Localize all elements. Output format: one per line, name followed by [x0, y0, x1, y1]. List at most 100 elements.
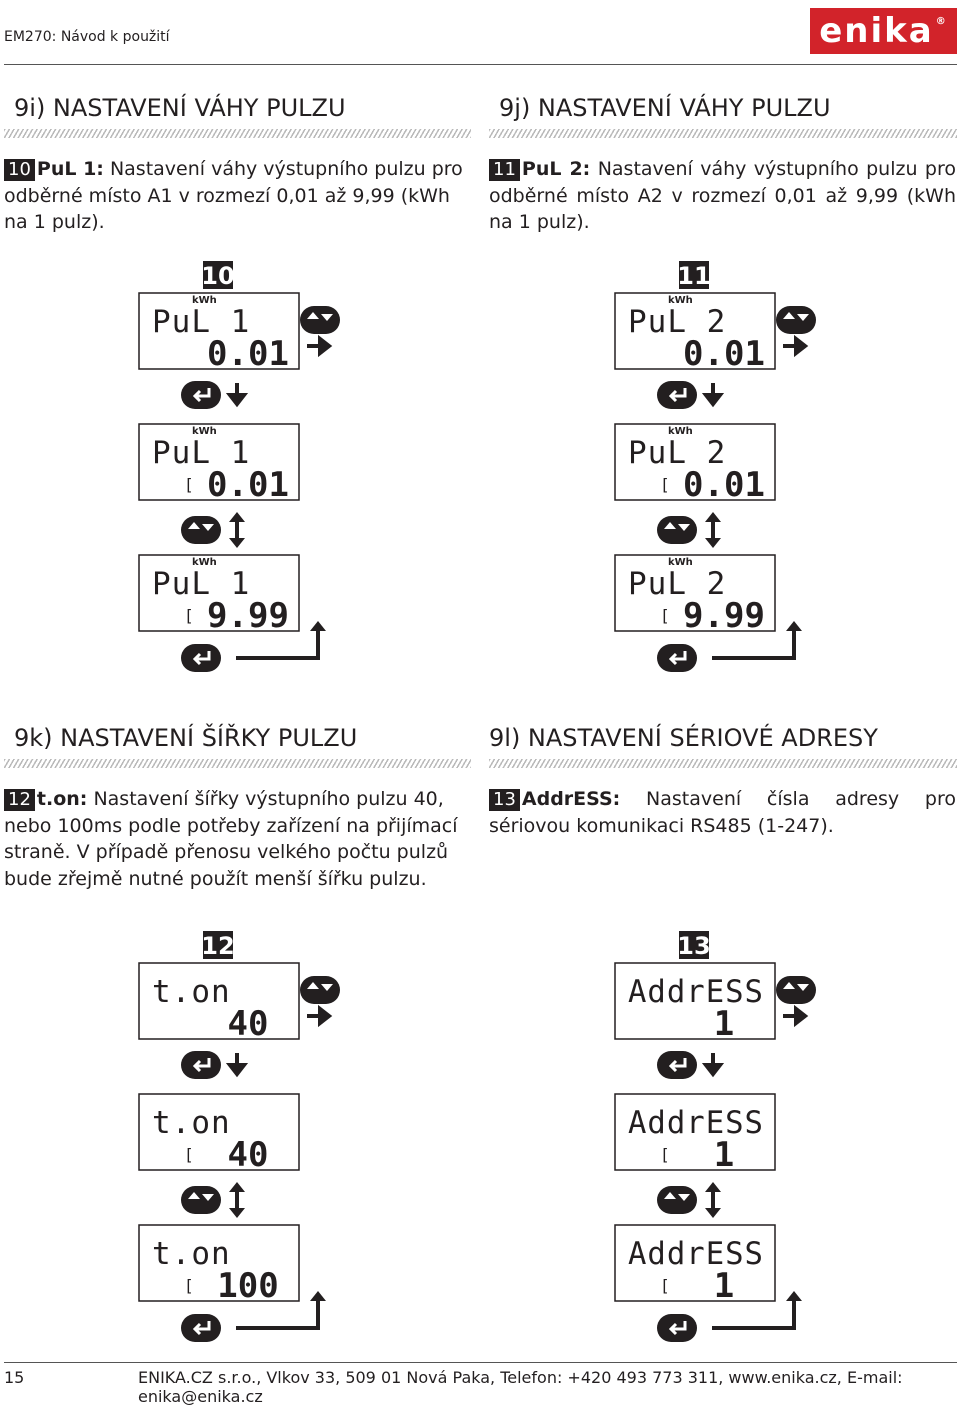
up-down-key-icon: [181, 1186, 221, 1214]
lcd-line-1: AddrESS: [628, 1105, 764, 1141]
arrow-down-icon: [225, 1053, 249, 1078]
lcd-line-1: PuL 2: [628, 566, 726, 602]
arrow-down-icon: [225, 383, 249, 408]
section-underline-9j: [489, 129, 957, 138]
arrow-up-down-heads: [229, 1182, 245, 1218]
description: Nastavení váhy výstupního pulzu pro odbě…: [489, 158, 956, 233]
lcd-line-2: 1: [714, 1266, 734, 1306]
lcd-line-2: 0.01: [683, 465, 765, 505]
lcd-line-1: PuL 1: [152, 566, 250, 602]
up-down-triangles-glyph: [307, 982, 333, 991]
return-arrow-line: [236, 1300, 320, 1330]
step-badge: 12: [4, 789, 35, 811]
lcd-display: [614, 1093, 776, 1171]
lcd-unit: kWh: [668, 295, 693, 306]
enter-arrow-glyph: [668, 1058, 687, 1073]
diagram-step-number: 11: [677, 262, 710, 290]
lcd-line-2: 1: [714, 1004, 734, 1044]
lcd-unit: kWh: [192, 426, 217, 437]
lcd-unit: kWh: [192, 295, 217, 306]
lcd-cursor: [: [660, 1145, 670, 1164]
section-title-9k: 9k) NASTAVENÍ ŠÍŘKY PULZU: [14, 724, 358, 752]
lcd-display: [138, 423, 300, 501]
lcd-display: [614, 554, 776, 632]
logo-text: enika: [819, 11, 934, 51]
lcd-unit: kWh: [668, 426, 693, 437]
description: Nastavení čísla adresy pro sériovou komu…: [489, 788, 956, 837]
enter-arrow-glyph: [192, 1321, 211, 1336]
enter-arrow-glyph: [668, 1321, 687, 1336]
lcd-line-1: PuL 2: [628, 435, 726, 471]
diagram-step-badge: [203, 931, 233, 959]
step-badge: 13: [489, 789, 520, 811]
lcd-display: [614, 292, 776, 370]
diagram-step-badge: [203, 261, 233, 289]
arrow-right-icon: [783, 1004, 809, 1028]
enter-arrow-glyph: [668, 388, 687, 403]
up-down-triangles-glyph: [307, 312, 333, 321]
arrow-right-icon: [307, 1004, 333, 1028]
lcd-line-2: 40: [228, 1135, 269, 1175]
lcd-line-2: 100: [217, 1266, 278, 1306]
keyword: t.on:: [36, 788, 88, 810]
lcd-line-2: 9.99: [683, 596, 765, 636]
arrow-down-icon: [701, 383, 725, 408]
lcd-line-2: 0.01: [207, 465, 289, 505]
section-title-9j: 9j) NASTAVENÍ VÁHY PULZU: [499, 94, 831, 122]
return-arrow-head: [786, 621, 802, 631]
diagram-step-number: 12: [201, 932, 234, 960]
return-arrow-head: [310, 621, 326, 631]
lcd-line-1: PuL 1: [152, 435, 250, 471]
lcd-display: [138, 554, 300, 632]
up-down-key-icon: [657, 1186, 697, 1214]
lcd-display: [138, 1224, 300, 1302]
lcd-cursor: [: [184, 1276, 194, 1295]
lcd-line-1: t.on: [152, 1105, 231, 1141]
lcd-line-2: 9.99: [207, 596, 289, 636]
diagram-step-number: 13: [677, 932, 710, 960]
keyword: PuL 1:: [36, 158, 104, 180]
up-down-triangles-glyph: [783, 312, 809, 321]
diagram-step-badge: [679, 261, 709, 289]
lcd-cursor: [: [184, 606, 194, 625]
section-underline-9k: [4, 759, 471, 768]
keyword: AddrESS:: [521, 788, 621, 810]
up-down-triangles-glyph: [188, 522, 214, 531]
lcd-line-1: PuL 2: [628, 304, 726, 340]
lcd-cursor: [: [660, 606, 670, 625]
description: Nastavení šířky výstupního pulzu 40, neb…: [4, 788, 458, 890]
enter-arrow-glyph: [192, 1058, 211, 1073]
return-arrow-line: [712, 1300, 796, 1330]
keyword: PuL 2:: [521, 158, 591, 180]
lcd-unit: kWh: [668, 557, 693, 568]
section-underline-9l: [489, 759, 957, 768]
description: Nastavení váhy výstupního pulzu pro odbě…: [4, 158, 463, 233]
lcd-unit: kWh: [192, 557, 217, 568]
document-title: EM270: Návod k použití: [4, 29, 170, 45]
arrow-right-icon: [783, 334, 809, 358]
return-arrow-head: [310, 1291, 326, 1301]
arrow-up-down-heads: [229, 512, 245, 548]
arrow-down-icon: [701, 1053, 725, 1078]
section-underline-9i: [4, 129, 471, 138]
lcd-display: [138, 962, 300, 1040]
up-down-key-icon: [181, 516, 221, 544]
section-title-9l: 9l) NASTAVENÍ SÉRIOVÉ ADRESY: [489, 724, 878, 752]
return-arrow-line: [712, 630, 796, 660]
lcd-cursor: [: [184, 475, 194, 494]
arrow-right-icon: [307, 334, 333, 358]
return-arrow-head: [786, 1291, 802, 1301]
up-down-key-icon: [300, 976, 340, 1004]
lcd-line-1: AddrESS: [628, 1236, 764, 1272]
page-number: 15: [4, 1368, 25, 1387]
arrow-up-down-heads: [705, 1182, 721, 1218]
up-down-triangles-glyph: [188, 1192, 214, 1201]
lcd-line-1: t.on: [152, 974, 231, 1010]
